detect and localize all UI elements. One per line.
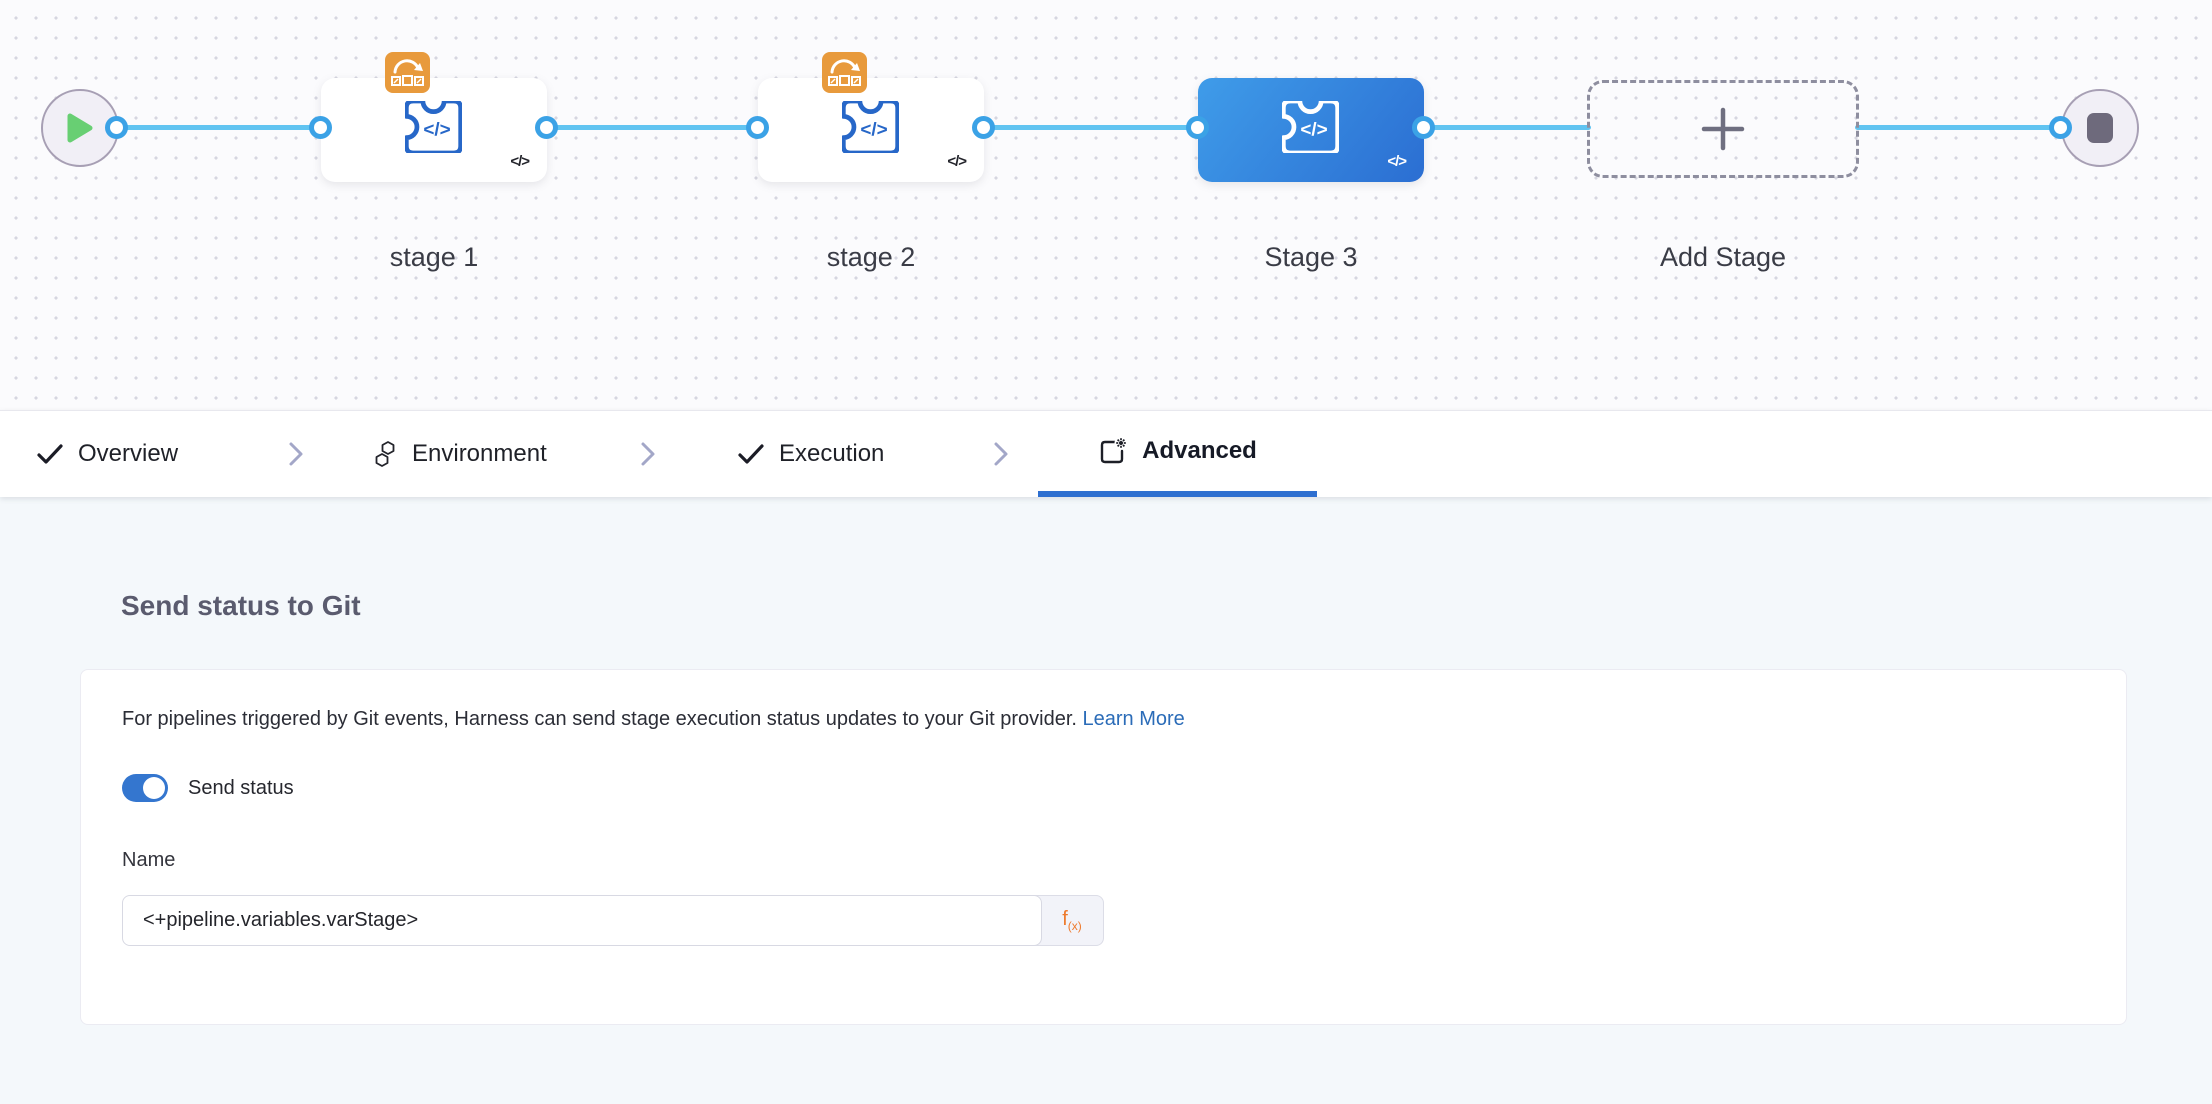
stage-label: stage 2 [826,242,916,272]
add-stage-button[interactable] [1587,80,1859,178]
check-icon [738,444,764,464]
yaml-code-glyph: </> [947,153,967,170]
name-field-label: Name [122,849,176,871]
custom-stage-icon: </> [405,101,462,153]
connector-port[interactable] [746,116,769,139]
tab-execution[interactable]: Execution [737,411,884,497]
toggle-knob [143,777,165,799]
pipeline-canvas[interactable]: </> </> stage 1 </> </> stage 2 </> [0,0,2212,410]
stage-label: stage 1 [389,242,479,272]
stage-node-1[interactable]: </> </> [321,52,547,182]
tab-environment[interactable]: Environment [372,411,547,497]
section-heading: Send status to Git [121,590,361,621]
connector-line [1855,125,2061,130]
connector-line [117,125,321,130]
name-input[interactable] [122,895,1042,946]
learn-more-link[interactable]: Learn More [1082,708,1185,730]
stage-node-3-selected[interactable]: </> </> [1198,78,1424,182]
connector-port[interactable] [1412,116,1435,139]
connector-port[interactable] [105,116,128,139]
deploy-badge-icon [385,52,430,93]
stage-node-2[interactable]: </> </> [758,52,984,182]
advanced-panel: Send status to Git For pipelines trigger… [0,497,2212,1104]
tab-overview[interactable]: Overview [36,411,178,497]
tab-advanced-active[interactable]: Advanced [1038,411,1317,497]
pipeline-end-node [2061,89,2139,167]
send-status-card: For pipelines triggered by Git events, H… [80,669,2127,1025]
hexagons-icon [375,441,395,467]
play-icon [67,113,93,143]
check-icon [37,444,63,464]
connector-port[interactable] [535,116,558,139]
svg-text:</>: </> [1300,119,1327,140]
yaml-code-glyph: </> [510,153,530,170]
toggle-label: Send status [188,776,294,799]
description-text: For pipelines triggered by Git events, H… [122,708,1185,730]
connector-line [1424,125,1591,130]
svg-text:</>: </> [423,119,450,140]
plus-icon [1701,107,1745,151]
name-input-group: f(x) [122,895,1104,946]
chevron-right-icon [640,411,656,497]
yaml-code-glyph: </> [1387,153,1407,170]
connector-port[interactable] [2049,116,2072,139]
send-status-toggle[interactable] [122,774,168,802]
connector-port[interactable] [309,116,332,139]
custom-stage-icon: </> [842,101,899,153]
doc-gear-icon [1100,436,1128,464]
chevron-right-icon [993,411,1009,497]
connector-port[interactable] [1186,116,1209,139]
stop-icon [2087,113,2113,143]
add-stage-label: Add Stage [1659,242,1787,272]
chevron-right-icon [288,411,304,497]
svg-text:</>: </> [860,119,887,140]
connector-line [547,125,758,130]
custom-stage-icon: </> [1282,101,1339,153]
deploy-badge-icon [822,52,867,93]
stage-config-tabbar: Overview Environment Execution [0,410,2212,497]
connector-line [984,125,1198,130]
stage-label: Stage 3 [1264,242,1358,272]
connector-port[interactable] [972,116,995,139]
